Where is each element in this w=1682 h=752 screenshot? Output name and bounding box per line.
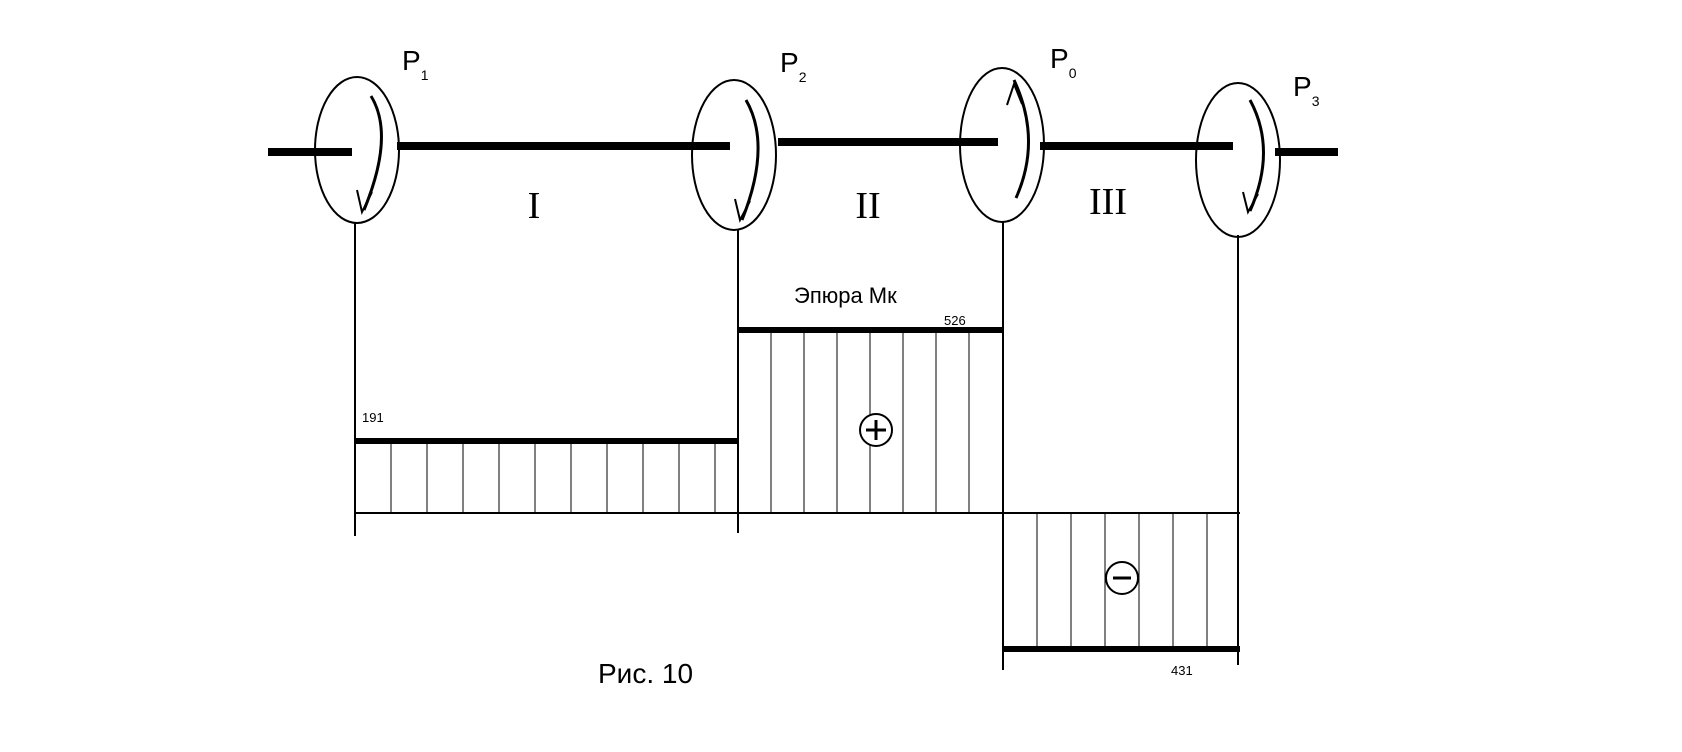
label-p2: P2	[780, 47, 807, 85]
diagram-title: Эпюра Мк	[794, 283, 897, 308]
hatching	[390, 330, 1208, 649]
arrow-down-icon	[1242, 191, 1259, 215]
value-section-3: 431	[1171, 663, 1193, 678]
pulley-p2	[691, 79, 777, 231]
section-label-3: III	[1089, 181, 1127, 223]
value-section-1: 191	[362, 410, 384, 425]
section-label-2: II	[855, 185, 880, 227]
torque-bars	[355, 327, 1240, 652]
arrow-up-icon	[1006, 81, 1023, 106]
plus-sign-icon	[859, 413, 893, 447]
arrow-down-icon	[734, 198, 751, 223]
arrow-down-icon	[356, 189, 373, 215]
section-label-1: I	[528, 185, 541, 227]
label-p3: P3	[1293, 71, 1320, 109]
minus-sign-icon	[1105, 561, 1139, 595]
label-p1: P1	[402, 45, 429, 83]
pulley-p3	[1195, 82, 1281, 238]
pulley-p1	[314, 76, 400, 224]
shaft	[268, 138, 1338, 156]
figure-caption: Рис. 10	[598, 658, 693, 689]
label-p0: P0	[1050, 43, 1077, 81]
value-section-2: 526	[944, 313, 966, 328]
projection-lines	[354, 222, 1239, 670]
